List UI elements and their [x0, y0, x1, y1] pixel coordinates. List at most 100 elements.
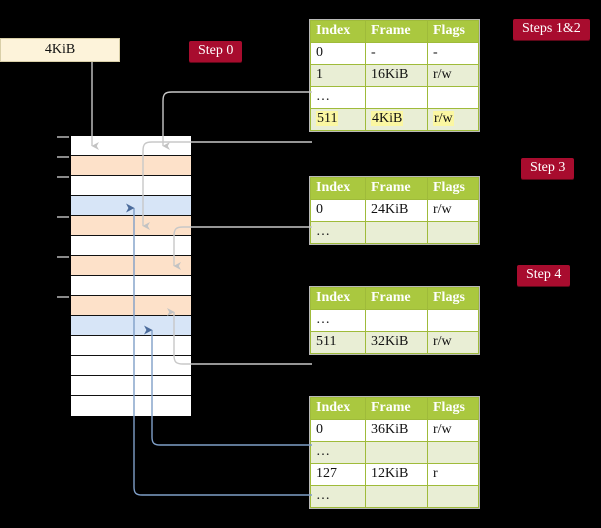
highlighted-value: 4KiB — [371, 111, 404, 126]
table-row: 511 4KiB r/w — [310, 108, 479, 131]
memory-row-10 — [71, 336, 191, 356]
cell-index: … — [310, 221, 366, 244]
table-row: … — [310, 86, 479, 109]
cell-frame: - — [365, 42, 428, 65]
memory-row-tick-1 — [57, 156, 69, 158]
cell-flags — [427, 221, 479, 244]
badge-step-0: Step 0 — [189, 41, 243, 62]
column-header-index: Index — [310, 20, 366, 43]
wire-blue-to-table3-row127 — [133, 415, 312, 496]
cell-flags — [427, 441, 479, 464]
column-header-frame: Frame — [365, 177, 428, 200]
memory-row-1 — [71, 156, 191, 176]
cell-flags: r/w — [427, 419, 479, 442]
cell-frame — [365, 441, 428, 464]
physical-memory-column — [57, 135, 192, 417]
column-header-index: Index — [310, 397, 366, 420]
cell-frame — [365, 86, 428, 109]
memory-row-5 — [71, 236, 191, 256]
memory-row-tick-6 — [57, 256, 69, 258]
memory-row-6 — [71, 256, 191, 276]
cell-frame — [365, 221, 428, 244]
badge-steps-1-and-2-label: Steps 1&2 — [522, 21, 581, 36]
memory-row-0 — [71, 136, 191, 156]
cell-index: 0 — [310, 419, 366, 442]
cell-index: … — [310, 441, 366, 464]
cell-index: … — [310, 309, 366, 332]
memory-row-tick-2 — [57, 176, 69, 178]
memory-row-9 — [71, 316, 191, 336]
table-row: … — [310, 485, 479, 508]
column-header-flags: Flags — [427, 177, 479, 200]
column-header-frame: Frame — [365, 20, 428, 43]
memory-row-tick-0 — [57, 136, 69, 138]
column-header-frame: Frame — [365, 397, 428, 420]
memory-row-4 — [71, 216, 191, 236]
cell-flags — [427, 86, 479, 109]
cell-frame: 16KiB — [365, 64, 428, 87]
cell-flags: r/w — [427, 331, 479, 354]
badge-step-3-label: Step 3 — [530, 160, 566, 175]
badge-step-4: Step 4 — [517, 265, 571, 286]
cell-index: … — [310, 485, 366, 508]
memory-row-11 — [71, 356, 191, 376]
table-row: 0-- — [310, 42, 479, 65]
cell-flags: r — [427, 463, 479, 486]
cell-frame: 12KiB — [365, 463, 428, 486]
column-header-index: Index — [310, 287, 366, 310]
badge-step-0-label: Step 0 — [198, 43, 234, 58]
cell-index: 1 — [310, 64, 366, 87]
cell-flags — [427, 485, 479, 508]
column-header-index: Index — [310, 177, 366, 200]
memory-row-tick-4 — [57, 216, 69, 218]
memory-row-13 — [71, 396, 191, 416]
cell-frame: 36KiB — [365, 419, 428, 442]
memory-row-8 — [71, 296, 191, 316]
cell-flags: r/w — [427, 64, 479, 87]
memory-row-7 — [71, 276, 191, 296]
column-header-flags: Flags — [427, 20, 479, 43]
table-row: … — [310, 221, 479, 244]
badge-step-4-label: Step 4 — [526, 267, 562, 282]
memory-row-2 — [71, 176, 191, 196]
cell-frame: 32KiB — [365, 331, 428, 354]
cell-flags: r/w — [427, 199, 479, 222]
cell-frame: 24KiB — [365, 199, 428, 222]
wire-step3 — [173, 226, 312, 270]
cell-flags — [427, 309, 479, 332]
memory-row-12 — [71, 376, 191, 396]
column-header-flags: Flags — [427, 287, 479, 310]
source-frame-label: 4KiB — [44, 42, 76, 57]
badge-step-3: Step 3 — [521, 158, 575, 179]
cell-index: 127 — [310, 463, 366, 486]
wire-step4 — [167, 308, 312, 365]
cell-flags: r/w — [427, 108, 479, 131]
cell-frame — [365, 485, 428, 508]
wire-blue-to-table3-row0 — [151, 415, 312, 446]
memory-row-tick-8 — [57, 296, 69, 298]
cell-frame: 4KiB — [365, 108, 428, 131]
cell-index: 511 — [310, 331, 366, 354]
cell-index: 0 — [310, 199, 366, 222]
column-header-flags: Flags — [427, 397, 479, 420]
column-header-frame: Frame — [365, 287, 428, 310]
memory-row-3 — [71, 196, 191, 216]
cell-frame — [365, 309, 428, 332]
cell-index: … — [310, 86, 366, 109]
cell-flags: - — [427, 42, 479, 65]
highlighted-value: 511 — [316, 111, 339, 126]
table-row: … — [310, 309, 479, 332]
